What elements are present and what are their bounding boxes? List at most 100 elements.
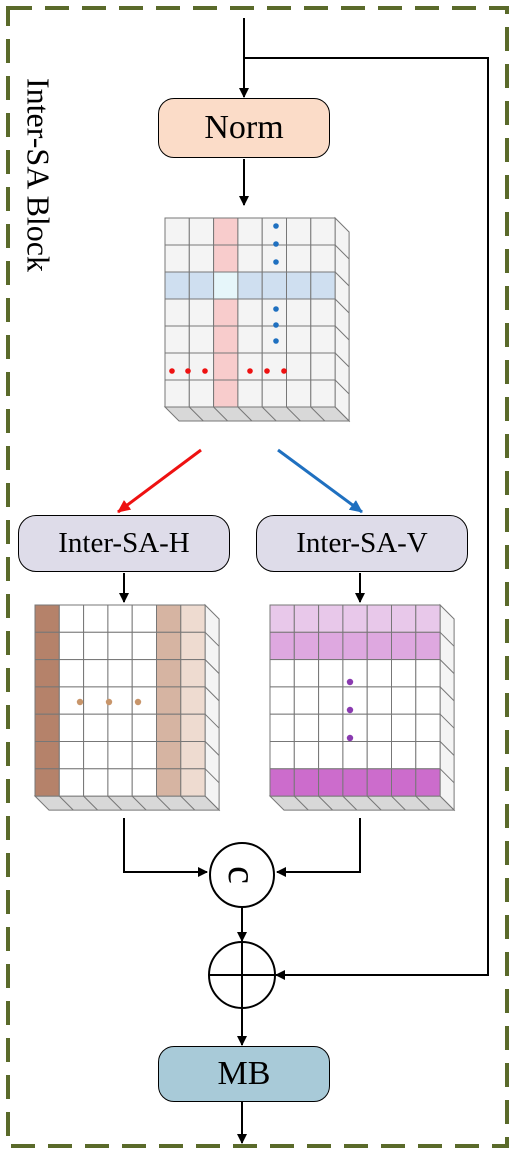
dot xyxy=(264,368,270,374)
grid-cell xyxy=(415,741,441,770)
grid-cell xyxy=(156,631,182,661)
main-grid-horizontal-dots-left xyxy=(169,368,208,374)
inter-sa-v-grid-side-face xyxy=(439,603,455,812)
main-grid-vertical-dots-top xyxy=(273,223,279,265)
grid-cell xyxy=(342,768,368,797)
inter-sa-v-label: Inter-SA-V xyxy=(296,527,428,559)
grid-cell xyxy=(156,713,182,743)
grid-cell xyxy=(188,379,215,408)
grid-cell xyxy=(131,659,157,688)
grid-cell xyxy=(83,768,109,797)
grid-cell xyxy=(310,298,336,327)
grid-cell xyxy=(83,713,109,743)
grid-cell xyxy=(366,604,393,633)
grid-cell xyxy=(180,604,206,633)
grid-cell xyxy=(318,713,344,743)
grid-cell xyxy=(58,768,85,797)
inter-sa-h-grid-bottom-face xyxy=(33,795,221,811)
grid-cell xyxy=(131,768,157,797)
grid-cell xyxy=(34,713,60,743)
h-grid-to-concat xyxy=(123,818,208,877)
grid-cell xyxy=(237,325,263,354)
grid-cell xyxy=(164,298,190,327)
norm-box: Norm xyxy=(158,98,330,158)
grid-cell xyxy=(391,741,417,770)
grid-cell xyxy=(34,631,60,661)
grid-cell xyxy=(415,768,441,797)
grid-cell xyxy=(286,352,312,381)
grid-cell xyxy=(293,631,320,661)
grid-cell xyxy=(164,217,190,246)
grid-cell xyxy=(391,631,417,661)
grid-cell xyxy=(366,631,393,661)
grid-cell xyxy=(261,379,288,408)
grid-cell xyxy=(261,352,288,381)
grid-cell xyxy=(107,713,133,743)
main-grid-horizontal-dots-right xyxy=(247,368,287,374)
blue-branch-arrow xyxy=(277,448,363,514)
grid-cell xyxy=(83,686,109,715)
main-feature-grid-bottom-face xyxy=(163,406,351,422)
concat-label: c xyxy=(219,866,265,884)
grid-cell xyxy=(34,604,60,633)
grid-cell xyxy=(156,686,182,715)
grid-cell xyxy=(58,741,85,770)
grid-cell xyxy=(156,768,182,797)
grid-cell xyxy=(342,604,368,633)
dot xyxy=(202,368,208,374)
grid-cell xyxy=(342,631,368,661)
dot xyxy=(76,698,84,706)
grid-cell xyxy=(188,271,215,300)
grid-cell xyxy=(286,379,312,408)
main-grid-vertical-dots-bottom xyxy=(273,306,279,344)
grid-cell xyxy=(366,741,393,770)
grid-cell xyxy=(269,659,295,688)
grid-cell xyxy=(318,604,344,633)
grid-cell xyxy=(34,686,60,715)
grid-cell xyxy=(415,631,441,661)
grid-cell xyxy=(391,686,417,715)
grid-cell xyxy=(318,659,344,688)
add-node xyxy=(208,941,276,1009)
grid-cell xyxy=(213,325,239,354)
grid-cell xyxy=(391,604,417,633)
grid-cell xyxy=(237,298,263,327)
grid-cell xyxy=(107,659,133,688)
main-feature-grid-side-face xyxy=(334,216,350,423)
grid-cell xyxy=(213,244,239,273)
grid-cell xyxy=(293,686,320,715)
grid-cell xyxy=(237,379,263,408)
grid-cell xyxy=(213,298,239,327)
skip-connection xyxy=(244,57,489,980)
inter-sa-h-label: Inter-SA-H xyxy=(58,527,190,559)
grid-cell xyxy=(180,659,206,688)
grid-cell xyxy=(156,604,182,633)
grid-cell xyxy=(34,768,60,797)
grid-cell xyxy=(310,271,336,300)
grid-cell xyxy=(180,768,206,797)
grid-cell xyxy=(293,713,320,743)
main-feature-grid xyxy=(163,216,351,423)
grid-cell xyxy=(188,325,215,354)
grid-cell xyxy=(188,244,215,273)
inter-sa-v-dots xyxy=(346,678,354,742)
grid-cell xyxy=(391,659,417,688)
dot xyxy=(273,322,279,328)
grid-cell xyxy=(131,604,157,633)
grid-cell xyxy=(58,631,85,661)
dot xyxy=(346,734,354,742)
grid-cell xyxy=(34,659,60,688)
grid-cell xyxy=(213,379,239,408)
grid-cell xyxy=(58,604,85,633)
grid-cell xyxy=(415,713,441,743)
dot xyxy=(185,368,191,374)
norm-label: Norm xyxy=(204,109,284,146)
inter-sa-v-box: Inter-SA-V xyxy=(256,515,468,572)
grid-cell xyxy=(237,352,263,381)
inter-sa-h-box: Inter-SA-H xyxy=(18,515,230,572)
grid-cell xyxy=(366,713,393,743)
grid-cell xyxy=(156,659,182,688)
grid-cell xyxy=(342,659,368,688)
grid-cell xyxy=(188,298,215,327)
grid-cell xyxy=(269,631,295,661)
